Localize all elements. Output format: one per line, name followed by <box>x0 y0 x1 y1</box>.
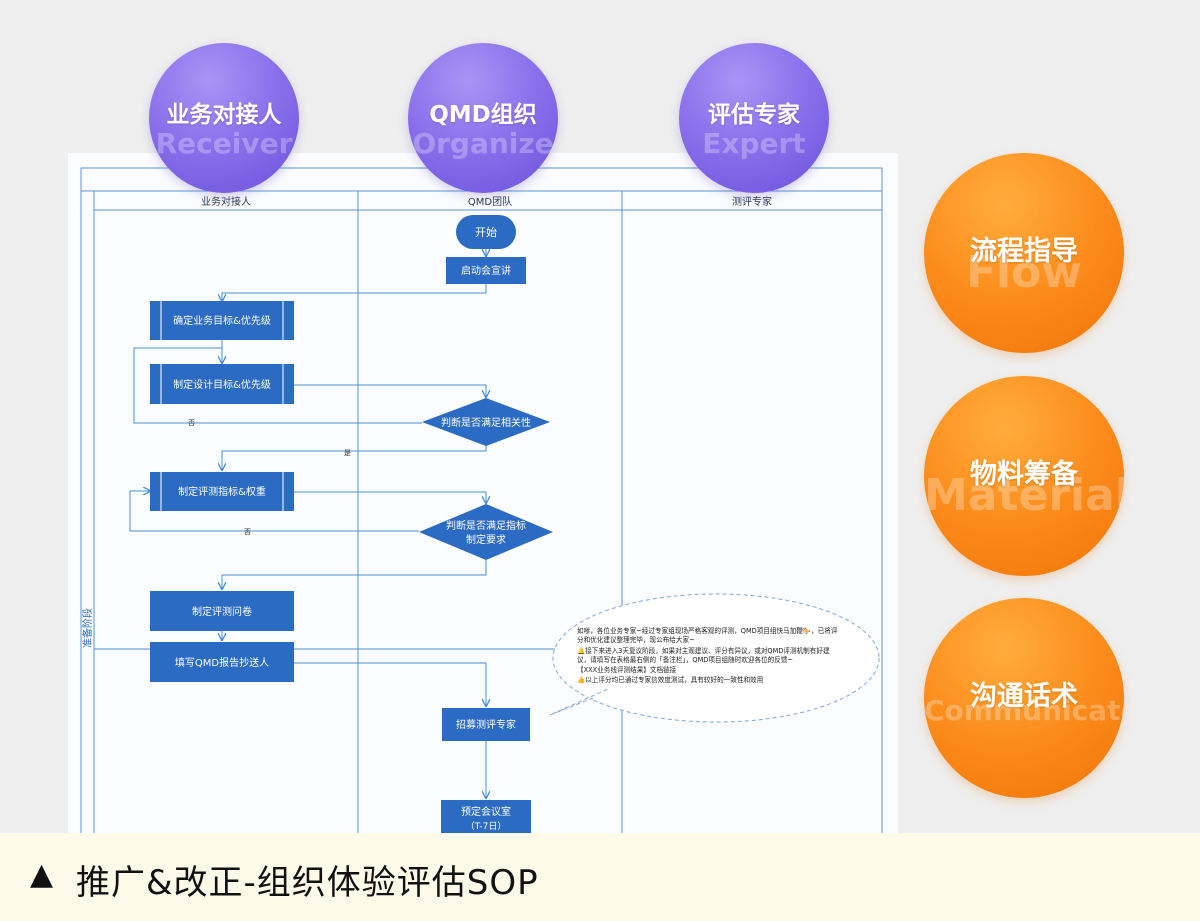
node-check-metrics <box>419 504 553 560</box>
node-metrics-label: 制定评测指标&权重 <box>178 485 266 498</box>
note-line-3: 🔔接下来进入3天复议阶段，如果对主观建议、评分有异议，或对QMD评测机制有好建 <box>577 646 830 655</box>
node-check-relevance <box>422 398 550 446</box>
role-circle-expert-watermark: Expert <box>702 127 806 160</box>
topic-circle-flow-label: 流程指导 <box>970 235 1078 267</box>
caption-title: 推广&改正-组织体验评估SOP <box>76 863 539 903</box>
node-recruit <box>442 708 530 741</box>
node-check-relevance-label: 判断是否满足相关性 <box>441 416 531 429</box>
node-meeting-room-label-1: 预定会议室 <box>461 805 511 818</box>
node-kickoff <box>446 257 526 284</box>
role-circle-organize-label: QMD组织 <box>429 102 537 128</box>
note-line-5: 【XXX业务线评测结果】文档链接 <box>577 665 677 674</box>
node-report-cc <box>150 642 294 682</box>
role-circle-receiver-watermark: Receiver <box>155 127 293 160</box>
lane-header-qmd-team: QMD团队 <box>468 195 512 208</box>
node-questionnaire <box>150 591 294 631</box>
role-circle-organize: Organize QMD组织 <box>408 43 558 193</box>
node-questionnaire-label: 制定评测问卷 <box>192 605 252 618</box>
node-design-goal <box>150 364 294 404</box>
role-circle-receiver-label: 业务对接人 <box>166 102 282 128</box>
topic-circle-flow: Flow 流程指导 <box>924 153 1124 353</box>
topic-circle-material-label: 物料筹备 <box>970 458 1078 490</box>
node-start-label: 开始 <box>475 225 497 239</box>
triangle-icon: ▲ <box>30 857 54 892</box>
role-circle-expert-label: 评估专家 <box>708 102 800 128</box>
lane-header-expert: 测评专家 <box>732 195 772 208</box>
node-metrics <box>150 472 294 511</box>
node-design-goal-label: 制定设计目标&优先级 <box>173 378 271 391</box>
flowchart-sheet: 业务对接人 QMD团队 测评专家 准备阶段 否 是 否 开始 启动会宣讲 确定业… <box>68 153 898 843</box>
node-meeting-room <box>441 800 531 837</box>
note-line-4: 议，请填写在表格最右侧的「备注栏」，QMD项目组随时欢迎各位的反馈~ <box>577 655 793 664</box>
node-start <box>456 215 516 249</box>
topic-circle-material-watermark: Material <box>924 470 1124 521</box>
node-biz-goal <box>150 301 294 340</box>
role-circle-receiver: Receiver 业务对接人 <box>149 43 299 193</box>
node-report-cc-label: 填写QMD报告抄送人 <box>175 656 269 669</box>
note-line-1: 如嗲，各位业务专家~经过专家组现场严格客观的评测，QMD项目组快马加鞭🐎，已将评 <box>577 626 838 635</box>
connectors <box>94 249 558 798</box>
swimlane-flowchart: 业务对接人 QMD团队 测评专家 准备阶段 否 是 否 开始 启动会宣讲 确定业… <box>80 167 883 843</box>
topic-circle-material: Material 物料筹备 <box>924 376 1124 576</box>
node-biz-goal-label: 确定业务目标&优先级 <box>173 314 271 327</box>
node-recruit-label: 招募测评专家 <box>456 718 516 731</box>
node-meeting-room-label-2: （T-7日） <box>466 821 507 832</box>
node-kickoff-label: 启动会宣讲 <box>461 264 511 277</box>
edge-label-no-2: 否 <box>244 528 251 536</box>
note-line-2: 分和优化建议整理完毕，现公布给大家~ <box>577 635 695 644</box>
phase-label: 准备阶段 <box>81 608 94 648</box>
callout-note: 如嗲，各位业务专家~经过专家组现场严格客观的评测，QMD项目组快马加鞭🐎，已将评… <box>549 593 880 723</box>
topic-circle-communicate-label: 沟通话术 <box>970 680 1078 712</box>
lane-header-business: 业务对接人 <box>201 195 251 208</box>
topic-circle-flow-watermark: Flow <box>965 247 1082 298</box>
role-circle-organize-watermark: Organize <box>412 127 554 160</box>
topic-circle-communicate: Communicate 沟通话术 <box>924 598 1124 798</box>
caption-bar: ▲ 推广&改正-组织体验评估SOP <box>0 833 1200 921</box>
edge-label-yes: 是 <box>344 449 351 457</box>
role-circle-expert: Expert 评估专家 <box>679 43 829 193</box>
node-check-metrics-label-2: 制定要求 <box>466 533 506 546</box>
topic-circle-communicate-watermark: Communicate <box>924 694 1124 727</box>
node-check-metrics-label-1: 判断是否满足指标 <box>446 519 526 532</box>
note-line-6: 👍以上评分均已通过专家信效度测试，具有较好的一致性和效用 <box>577 675 763 684</box>
edge-label-no-1: 否 <box>188 419 195 427</box>
